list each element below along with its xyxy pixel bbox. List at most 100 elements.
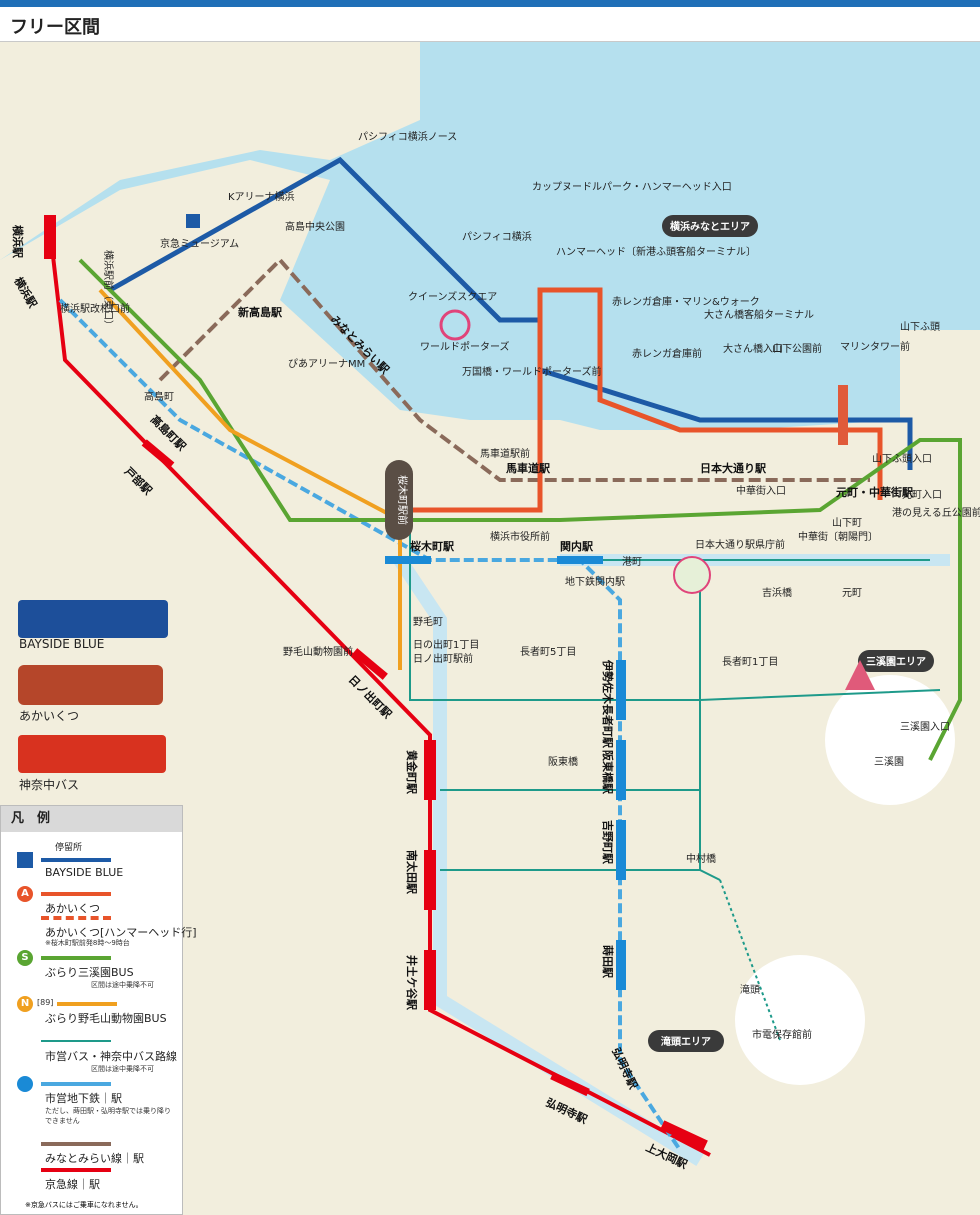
stop-label: 野毛山動物園前 <box>283 645 353 658</box>
stop-label: 港町 <box>622 556 642 568</box>
stop-label: 長者町1丁目 <box>722 656 778 668</box>
stop-label: 吉浜橋 <box>762 586 792 599</box>
station-label-sakuragicho: 桜木町駅 <box>410 539 454 553</box>
legend-name: 市営地下鉄｜駅 <box>45 1092 122 1105</box>
stop-label: 日の出町1丁目 <box>413 638 479 651</box>
stop-label: 港の見える丘公園前 <box>892 506 980 519</box>
legend-note: ※桜木町駅前発8時〜9時台 <box>45 939 130 947</box>
land-north <box>0 42 420 260</box>
nogeyama-badge-icon: N <box>17 996 33 1012</box>
legend-note: ただし、蒔田駅・弘明寺駅では乗り降りできません <box>45 1107 171 1125</box>
sankeien-badge-icon: S <box>17 950 33 966</box>
stadium-icon <box>673 556 711 594</box>
stop-label: パシフィコ横浜ノース <box>358 130 457 143</box>
legend-name: BAYSIDE BLUE <box>45 866 124 879</box>
legend-name: 京急線｜駅 <box>45 1178 100 1191</box>
page-title: フリー区間 <box>10 17 100 38</box>
takigashira-area-circle <box>735 955 865 1085</box>
minatomirai-swatch <box>41 1142 111 1146</box>
subway-swatch <box>41 1082 111 1086</box>
stop-label: 高島町 <box>144 390 174 403</box>
takigashira-area-badge[interactable]: 滝頭エリア <box>648 1030 724 1052</box>
bayside-swatch <box>41 858 111 862</box>
legend-name: ぶらり三溪園BUS <box>45 966 134 979</box>
stop-label: 長者町5丁目 <box>520 646 576 658</box>
stop-label: 大さん橋客船ターミナル <box>704 308 814 321</box>
legend-note: 区間は途中乗降不可 <box>91 981 154 989</box>
station-label-koganecho: 黄金町駅 <box>405 750 419 794</box>
akaikutsu-swatch <box>41 892 111 896</box>
stop-label: 赤レンガ倉庫・マリン&ウォーク <box>612 295 760 308</box>
station-label-bandobashi: 阪東橋駅 <box>601 750 615 794</box>
nogeyama-bus-route <box>98 288 402 670</box>
bus-label-bayside-blue: BAYSIDE BLUE <box>19 637 105 651</box>
svg-text:滝頭エリア: 滝頭エリア <box>661 1035 711 1048</box>
bus-label-kanachu: 神奈中バス <box>19 778 80 792</box>
station-label-yoshinocho: 吉野町駅 <box>601 820 615 864</box>
stop-label: カップヌードルパーク・ハンマーヘッド入口 <box>532 181 732 193</box>
keikyu-swatch <box>41 1168 111 1172</box>
legend-name: あかいくつ <box>45 902 100 915</box>
stop-label: 中村橋 <box>686 852 716 865</box>
page-header: フリー区間 <box>0 7 980 42</box>
stop-label: 山下町 <box>832 517 862 529</box>
sankeien-area-circle <box>825 675 955 805</box>
stop-label: 市電保存館前 <box>752 1028 812 1041</box>
route-map[interactable]: 横浜みなとエリア 三溪園エリア 滝頭エリア 横浜駅 横浜駅 高島町駅 戸部駅 日… <box>0 42 980 1215</box>
land-main <box>0 160 980 1215</box>
akaikutsu-bus-icon <box>18 665 163 705</box>
stop-label: 山下ふ頭入口 <box>872 453 932 465</box>
keikyu-line <box>48 229 711 1157</box>
nogeyama-swatch <box>57 1002 117 1006</box>
station-label-kannai: 関内駅 <box>560 539 593 553</box>
stop-label: 中華街〔朝陽門〕 <box>798 530 878 543</box>
stop-label: クイーンズスクエア <box>408 290 497 303</box>
stop-label: ハンマーヘッド〔新港ふ頭客船ターミナル〕 <box>556 245 756 258</box>
stop-label: 野毛町 <box>413 616 443 628</box>
stop-label: 日ノ出町駅前 <box>413 652 473 665</box>
stop-label: 大さん橋入口 <box>723 342 783 355</box>
top-accent-bar <box>0 0 980 7</box>
stop-label: 万国橋・ワールドポーターズ前 <box>462 365 602 378</box>
stop-label: パシフィコ横浜 <box>462 230 532 243</box>
kanachu-bus-icon <box>18 735 166 773</box>
minatomirai-line <box>158 257 870 482</box>
station-label-shintakashima: 新高島駅 <box>238 305 282 319</box>
legend-name: あかいくつ[ハンマーヘッド行] <box>45 926 197 939</box>
stop-label: 阪東橋 <box>548 755 578 768</box>
stop-label: 元町入口 <box>902 490 942 501</box>
stop-label: マリンタワー前 <box>840 340 910 353</box>
sakuragicho-bus-stop-pill[interactable]: 桜木町駅前 <box>385 460 413 540</box>
station-label-maita: 蒔田駅 <box>601 945 615 978</box>
stop-label: 中華街入口 <box>736 484 786 497</box>
stop-label: 横浜駅前（東口） <box>102 250 115 330</box>
stop-label: 山下公園前 <box>772 342 822 355</box>
stop-label: 三溪園入口 <box>900 721 950 733</box>
station-label-motomachi: 元町・中華街駅 <box>836 485 913 499</box>
station-label-nihon-odori: 日本大通り駅 <box>700 461 766 475</box>
ferris-wheel-icon <box>439 309 471 341</box>
stop-label: 横浜駅改札口前 <box>60 302 130 315</box>
citybus-swatch <box>41 1040 111 1042</box>
minato-area-badge[interactable]: 横浜みなとエリア <box>662 215 758 237</box>
sankeien-area-badge[interactable]: 三溪園エリア <box>858 650 934 672</box>
svg-text:横浜みなとエリア: 横浜みなとエリア <box>670 220 750 233</box>
stop-label: ぴあアリーナMM <box>288 358 365 370</box>
legend-title: 凡 例 <box>1 806 182 832</box>
svg-text:桜木町駅前: 桜木町駅前 <box>396 475 409 525</box>
station-label-isezaki: 伊勢佐木長者町駅 <box>601 659 615 748</box>
legend-note: [89] <box>37 998 54 1007</box>
stop-label: Kアリーナ横浜 <box>228 190 295 203</box>
sankeien-bus-route <box>78 258 962 761</box>
svg-text:三溪園エリア: 三溪園エリア <box>866 655 926 668</box>
legend-note: 区間は途中乗降不可 <box>91 1065 154 1073</box>
legend-name: 市営バス・神奈中バス路線 <box>45 1050 177 1063</box>
stop-label: 三溪園 <box>874 756 904 768</box>
station-label-minamiota: 南太田駅 <box>405 850 419 894</box>
legend-name: みなとみらい線｜駅 <box>45 1152 144 1165</box>
stop-label: 地下鉄関内駅 <box>565 575 625 588</box>
legend-panel: 凡 例 停留所 BAYSIDE BLUE A あかいくつ あかいくつ[ハンマーヘ… <box>0 805 197 1215</box>
subway-logo-icon <box>17 1076 33 1092</box>
stop-label: 日本大通り駅県庁前 <box>695 538 785 551</box>
stop-label: 滝頭 <box>740 984 760 996</box>
